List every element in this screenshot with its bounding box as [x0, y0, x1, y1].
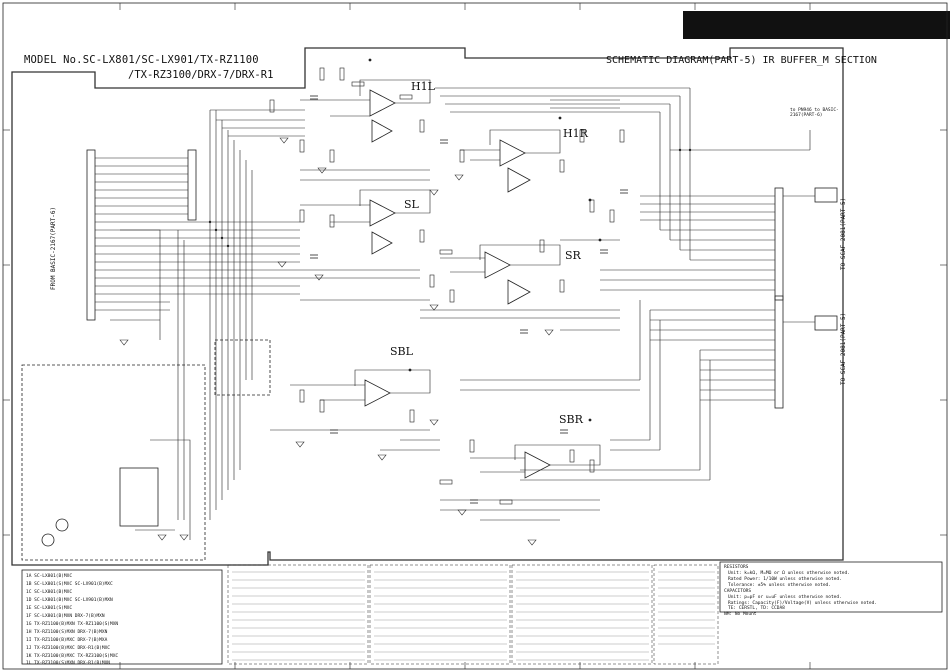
notes-capacitors-ratings: Ratings: Capacity(F)/Voltage(V) unless o…: [728, 601, 878, 606]
diagram-title: SCHEMATIC DIAGRAM(PART-5) IR BUFFER_M SE…: [606, 55, 877, 66]
section-label-sbl: SBL: [390, 345, 413, 358]
notes-resistors-heading: RESISTORS: [724, 565, 749, 570]
model-table-row: 1C SC-LX801(B)MXC: [26, 590, 73, 595]
model-table-row: 1B SC-LX801(S)MXC SC-LX901(B)MXC: [26, 582, 113, 587]
notes-capacitors-heading: CAPACITORS: [724, 589, 752, 594]
right-connector-label-bottom: TO SCAF-2081(PART-5): [840, 312, 847, 385]
model-table-row: 1D SC-LX801(B)MXC SC-LX901(B)MXN: [26, 598, 113, 603]
section-label-sl: SL: [404, 198, 419, 211]
corner-banner: [683, 11, 950, 39]
model-table-row: 1F SC-LX801(B)MXN DRX-7(B)MXN: [26, 614, 105, 619]
section-label-sr: SR: [565, 249, 581, 262]
notes-no-mount: NM: No Mount: [724, 612, 757, 617]
notes-capacitors-unit: Unit: p=pF or u=uF unless otherwise note…: [728, 595, 842, 600]
model-number-line-1: MODEL No.SC-LX801/SC-LX901/TX-RZ1100: [24, 54, 259, 66]
model-table-row: 1G TX-RZ1100(B)MXN TX-RZ1100(S)MXN: [26, 622, 119, 627]
model-table-row: 1H TX-RZ1100(S)MXN DRX-7(B)MXN: [26, 630, 108, 635]
model-table-row: 1K TX-RZ3100(B)MXC TX-RZ3100(S)MXC: [26, 654, 119, 659]
notes-resistors-power: Rated Power: 1/10W unless otherwise note…: [728, 577, 842, 582]
model-table-row: 1L TX-RZ3100(S)MXN DRX-R1(B)MXN: [26, 661, 110, 666]
notes-capacitors-types: TE: CERSTL, TD: CCDA8: [728, 606, 785, 611]
left-connector-label: FROM BASIC-2167(PART-6): [50, 206, 57, 290]
top-right-connector-label: to PN946 to BASIC-2167(PART-6): [790, 108, 839, 118]
section-label-h1r: H1R: [563, 127, 588, 140]
notes-resistors-tolerance: Tolerance: ±5% unless otherwise noted.: [728, 583, 831, 588]
model-table-row: 1J TX-RZ3100(B)MXC DRX-R1(B)MXC: [26, 646, 110, 651]
model-table-row: 1A SC-LX801(B)MXC: [26, 574, 73, 579]
model-table-row: 1I TX-RZ1100(B)MXC DRX-7(B)MXA: [26, 638, 108, 643]
notes-resistors-unit: Unit: k=kΩ, M=MΩ or Ω unless otherwise n…: [728, 571, 850, 576]
right-connector-label-top: TO SCAF-2081(PART-5): [840, 197, 847, 270]
model-table-row: 1E SC-LX801(S)MXC: [26, 606, 73, 611]
section-label-h1l: H1L: [411, 80, 435, 93]
model-number-line-2: /TX-RZ3100/DRX-7/DRX-R1: [128, 69, 274, 81]
section-label-sbr: SBR: [559, 413, 583, 426]
